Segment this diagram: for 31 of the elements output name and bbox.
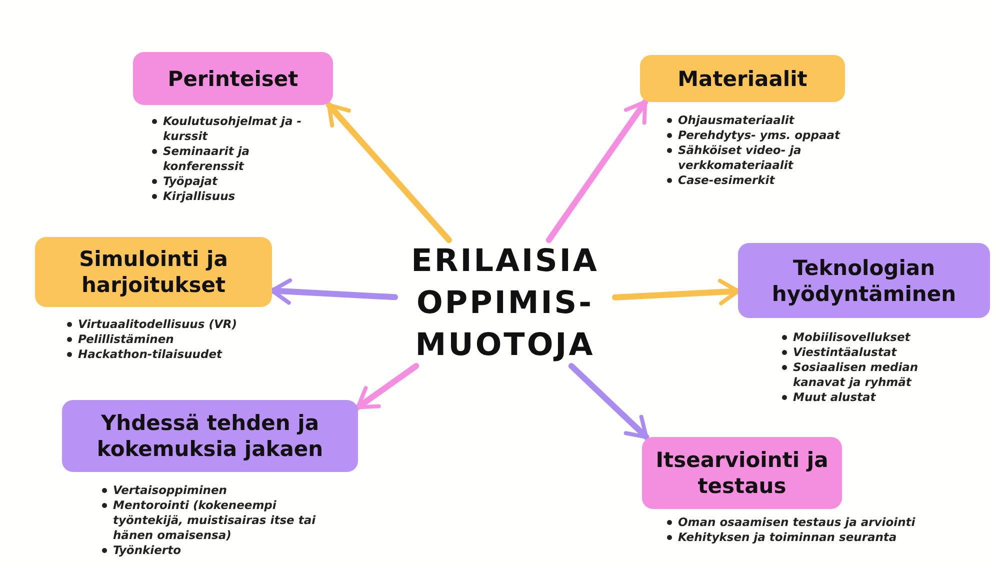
arrow (568, 363, 650, 440)
bullet-text: Kehityksen ja toiminnan seuranta (678, 530, 897, 544)
bullet-text: Mentorointi (kokeneempi työntekijä, muistisairas itse tai hänen omaisensa) (113, 498, 316, 542)
topic-box: Simulointi ja harjoitukset (35, 237, 272, 307)
bullet-text: Pelillistäminen (78, 332, 174, 346)
bullet-text: Case-esimerkit (678, 173, 775, 187)
bullet-text: Kirjallisuus (163, 189, 236, 203)
topic-box: Perinteiset (133, 52, 333, 105)
bullet-text: Perehdytys- yms. oppaat (678, 128, 840, 142)
bullet-text: Sosiaalisen median kanavat ja ryhmät (793, 360, 918, 389)
topic-box: Materiaalit (640, 55, 845, 102)
arrow (326, 102, 452, 243)
bullet-text: Sähköiset video- ja verkkomateriaalit (678, 143, 802, 172)
topic-box: Itsearviointi ja testaus (642, 437, 842, 509)
bullet-text: Koulutusohjelmat ja -kurssit (163, 114, 302, 143)
central-title: ERILAISIA OPPIMIS-MUOTOJA (395, 240, 615, 366)
bullet-text: Vertaisoppiminen (113, 483, 227, 497)
bullet-text: Hackathon-tilaisuudet (78, 347, 222, 361)
bullet-text: Työpajat (163, 174, 218, 188)
bullet-text: Muut alustat (793, 390, 876, 404)
bullet-text: Virtuaalitodellisuus (VR) (78, 317, 237, 331)
bullet-text: Mobiilisovellukset (793, 330, 910, 344)
bullet-text: Työnkierto (113, 543, 181, 557)
topic-box: Yhdessä tehden ja kokemuksia jakaen (62, 400, 358, 472)
bullet-text: Ohjausmateriaalit (678, 113, 794, 127)
bullet-text: Viestintäalustat (793, 345, 897, 359)
arrow (546, 99, 648, 243)
bullet-text: Oman osaamisen testaus ja arviointi (678, 515, 916, 529)
bullet-text: Seminaarit ja konferenssit (163, 144, 250, 173)
topic-box: Teknologian hyödyntäminen (738, 243, 990, 318)
arrow (355, 363, 420, 410)
